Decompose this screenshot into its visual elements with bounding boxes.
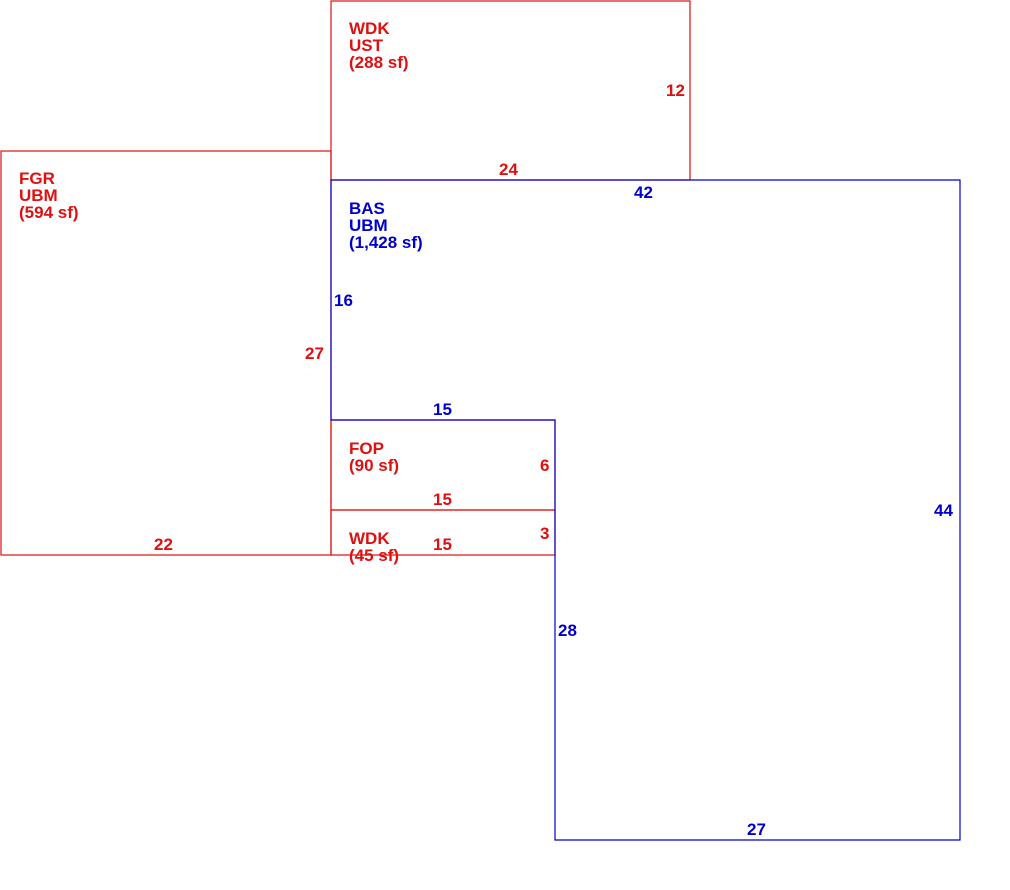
fgr-class: UBM — [19, 186, 58, 205]
fgr-code: FGR — [19, 169, 55, 188]
dim-bas-right: 44 — [934, 501, 953, 520]
bas-code: BAS — [349, 199, 385, 218]
wdk-ust-area: (288 sf) — [349, 53, 409, 72]
dim-bas-inner-left: 28 — [558, 621, 577, 640]
dim-bas-bottom: 27 — [747, 820, 766, 839]
bas-outline — [330, 179, 961, 841]
dim-fgr-right: 27 — [305, 344, 324, 363]
wdk-code: WDK — [349, 529, 390, 548]
dim-bas-left: 16 — [334, 291, 353, 310]
wdk-ust-code: WDK — [349, 19, 390, 38]
dim-wdk-ust-bottom: 24 — [499, 160, 518, 179]
wdk-ust-class: UST — [349, 36, 384, 55]
fop-area: (90 sf) — [349, 456, 399, 475]
fgr-area: (594 sf) — [19, 203, 79, 222]
dim-wdk-ust-right: 12 — [666, 81, 685, 100]
fop-code: FOP — [349, 439, 384, 458]
dim-wdk-bottom: 15 — [433, 535, 452, 554]
wdk-area: (45 sf) — [349, 546, 399, 565]
bas-class: UBM — [349, 216, 388, 235]
bas-area: (1,428 sf) — [349, 233, 423, 252]
dim-bas-top: 42 — [634, 183, 653, 202]
dim-fop-bottom: 15 — [433, 490, 452, 509]
dim-fgr-bottom: 22 — [154, 535, 173, 554]
dim-wdk-right: 3 — [540, 524, 549, 543]
dim-fop-right: 6 — [540, 456, 549, 475]
dim-bas-notch-top: 15 — [433, 400, 452, 419]
